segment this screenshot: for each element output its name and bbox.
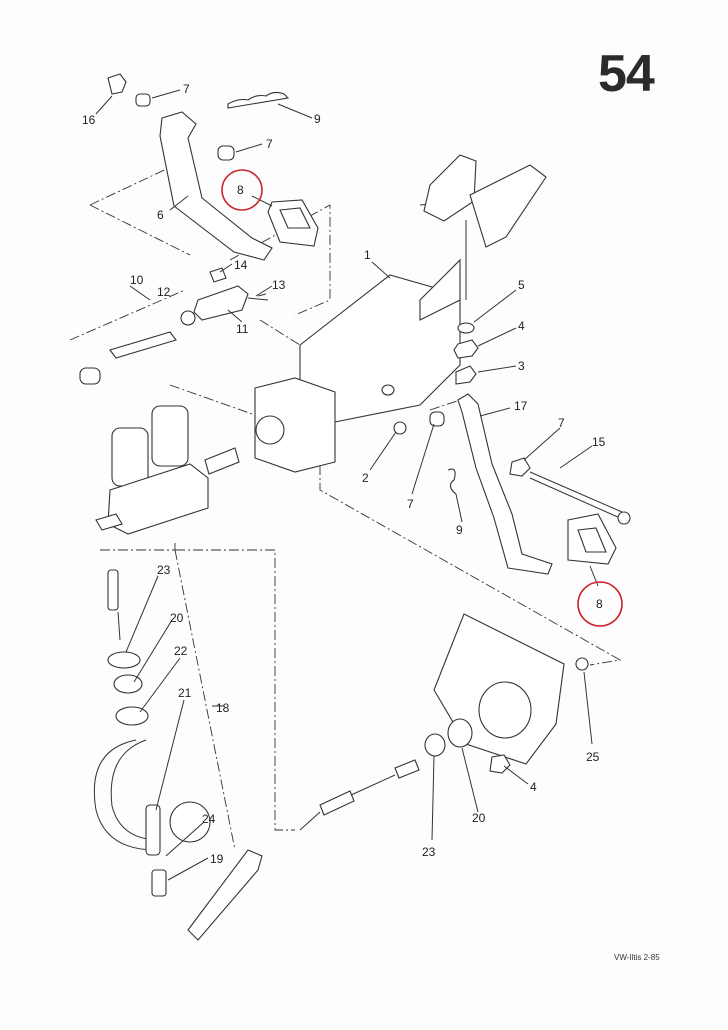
callout-label: 25 (586, 750, 600, 764)
callout-label: 4 (530, 780, 537, 794)
callout-label: 7 (183, 82, 190, 96)
clutch-pedal-upper (107, 73, 319, 261)
callout-label: 12 (157, 285, 171, 299)
callout-label: 14 (234, 258, 248, 272)
callout-label: 4 (518, 319, 525, 333)
callout-label: 15 (592, 435, 606, 449)
callout-label: 18 (216, 701, 230, 715)
callout-label: 5 (518, 278, 525, 292)
master-cylinder (95, 405, 240, 535)
callout-label: 13 (272, 278, 286, 292)
callout-label: 9 (314, 112, 321, 126)
highlight-circle-upper (221, 169, 263, 211)
callout-label: 23 (422, 845, 436, 859)
callout-label: 11 (236, 322, 249, 336)
callout-labels: 16 7 9 7 8 6 14 10 12 13 11 1 5 4 3 17 7… (82, 82, 606, 866)
callout-label: 9 (456, 523, 463, 537)
callout-label: 19 (210, 852, 224, 866)
callout-label: 22 (174, 644, 188, 658)
page-number: 54 (598, 45, 655, 103)
callout-label: 8 (237, 183, 244, 197)
footer-code: VW-Iltis 2-85 (614, 953, 660, 962)
clutch-pedal-lower (457, 393, 631, 575)
callout-label: 8 (596, 597, 603, 611)
callout-label: 7 (266, 137, 273, 151)
callout-label: 7 (558, 416, 565, 430)
callout-label: 17 (514, 399, 528, 413)
callout-label: 7 (407, 497, 414, 511)
callout-label: 2 (362, 471, 369, 485)
small-fasteners-right (381, 322, 479, 495)
callout-label: 21 (178, 686, 192, 700)
slave-cylinder (299, 613, 589, 831)
callout-leaders (95, 89, 599, 881)
callout-label: 10 (130, 273, 144, 287)
callout-label: 1 (364, 248, 371, 262)
callout-label: 20 (170, 611, 184, 625)
callout-label: 24 (202, 812, 216, 826)
callout-label: 20 (472, 811, 486, 825)
callout-label: 6 (157, 208, 164, 222)
callout-label: 23 (157, 563, 171, 577)
callout-label: 3 (518, 359, 525, 373)
highlight-circle-lower (577, 581, 623, 627)
callout-label: 16 (82, 113, 96, 127)
hydraulic-line-left (93, 569, 263, 941)
clutch-cable-and-clevis (79, 267, 269, 385)
pedal-bracket-housing (254, 154, 547, 473)
